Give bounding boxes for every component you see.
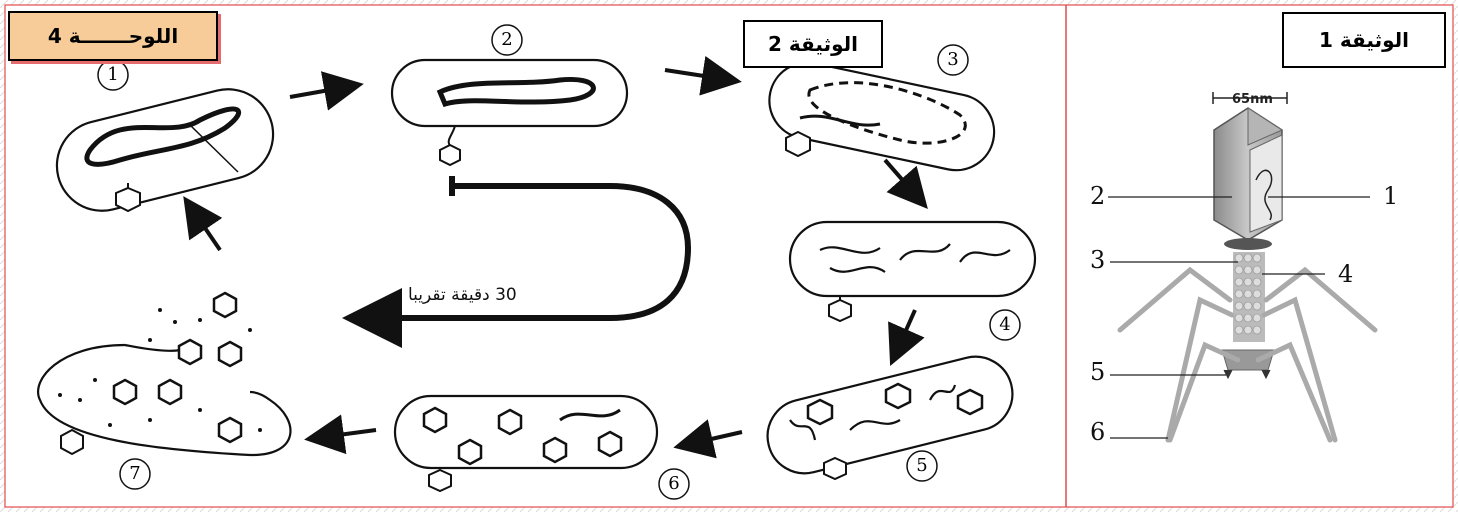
cycle-step-6 xyxy=(393,394,659,493)
cycle-step-2 xyxy=(390,58,629,167)
cycle-step-3-number: 3 xyxy=(947,49,959,70)
cycle-step-6-number: 6 xyxy=(668,473,680,494)
phage-part-5-label: 5 xyxy=(1090,358,1106,386)
plate-title: اللوحـــــــة 4 xyxy=(8,11,218,61)
document-1-title: الوثيقة 1 xyxy=(1282,12,1446,68)
time-arrow xyxy=(342,183,692,348)
cycle-step-1-number: 1 xyxy=(107,64,119,85)
cycle-step-7 xyxy=(37,291,292,457)
duration-label: 30 دقيقة تقريبا xyxy=(408,285,517,305)
phage-part-4-label: 4 xyxy=(1338,260,1354,288)
cycle-step-5 xyxy=(766,355,1014,481)
cycle-step-5-number: 5 xyxy=(916,455,928,476)
document-2-title: الوثيقة 2 xyxy=(743,20,883,68)
cycle-step-1 xyxy=(55,88,275,213)
cycle-step-2-number: 2 xyxy=(501,29,513,50)
cycle-step-4 xyxy=(788,220,1037,323)
phage-part-2-label: 2 xyxy=(1090,182,1106,210)
phage-illustration xyxy=(1108,92,1378,443)
outer-border xyxy=(4,4,1454,508)
cycle-step-4-number: 4 xyxy=(999,314,1011,335)
phage-part-3-label: 3 xyxy=(1090,246,1106,274)
cycle-arrows xyxy=(183,55,928,459)
cycle-step-3 xyxy=(768,61,996,172)
scale-label: 65nm xyxy=(1232,92,1273,107)
phage-part-6-label: 6 xyxy=(1090,418,1106,446)
phage-part-1-label: 1 xyxy=(1383,182,1399,210)
cycle-step-7-number: 7 xyxy=(129,463,141,484)
